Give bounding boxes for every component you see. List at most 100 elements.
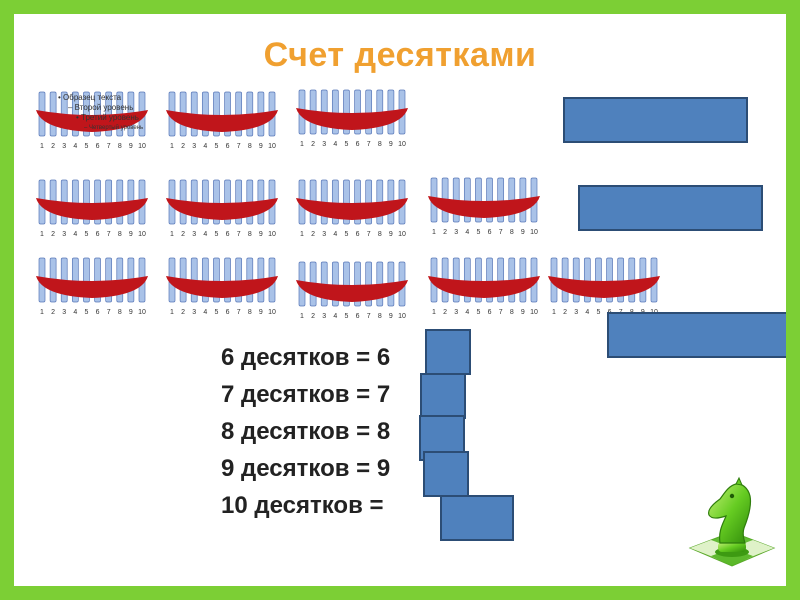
stick-number: 3 xyxy=(322,231,326,238)
stick-number: 9 xyxy=(129,231,133,238)
rubber-band xyxy=(428,196,540,218)
answer-cover-10[interactable] xyxy=(440,495,514,541)
stick-number: 2 xyxy=(181,231,185,238)
stick-number: 5 xyxy=(214,309,218,316)
stick-number: 4 xyxy=(465,229,469,236)
stick-number: 2 xyxy=(181,143,185,150)
stick-number: 2 xyxy=(443,229,447,236)
stick-number: 1 xyxy=(432,309,436,316)
stick-number: 6 xyxy=(96,309,100,316)
stick-number: 7 xyxy=(237,309,241,316)
stick-number: 8 xyxy=(248,309,252,316)
equation-line: 9 десятков = 9 xyxy=(221,455,391,482)
stick-number: 6 xyxy=(488,309,492,316)
stick-number: 10 xyxy=(530,229,538,236)
stick-number: 3 xyxy=(192,309,196,316)
stick-number: 5 xyxy=(344,313,348,320)
stick-number: 4 xyxy=(203,231,207,238)
stick-number: 10 xyxy=(138,309,146,316)
stick-number: 10 xyxy=(398,141,406,148)
stick-number: 4 xyxy=(585,309,589,316)
stick-number: 10 xyxy=(398,313,406,320)
stick-number: 3 xyxy=(574,309,578,316)
stick-number: 4 xyxy=(203,143,207,150)
answer-box-row1[interactable] xyxy=(563,97,748,143)
rubber-band xyxy=(166,110,278,132)
stick-number: 4 xyxy=(333,313,337,320)
stick-number: 4 xyxy=(73,231,77,238)
stick-number: 6 xyxy=(356,313,360,320)
answer-cover-7[interactable] xyxy=(420,373,466,419)
rubber-band xyxy=(166,276,278,298)
stick-number: 7 xyxy=(107,143,111,150)
stick-number: 6 xyxy=(226,309,230,316)
stick-number: 5 xyxy=(476,229,480,236)
stick-number: 8 xyxy=(118,309,122,316)
rubber-band xyxy=(36,198,148,220)
stick-number: 3 xyxy=(322,141,326,148)
stick-number: 1 xyxy=(40,143,44,150)
stick-number: 5 xyxy=(214,143,218,150)
stick-number: 5 xyxy=(476,309,480,316)
stick-number: 8 xyxy=(248,143,252,150)
stick-number: 10 xyxy=(268,309,276,316)
stick-number: 9 xyxy=(389,231,393,238)
stick-number: 3 xyxy=(454,309,458,316)
rubber-band xyxy=(296,198,408,220)
stick-number: 5 xyxy=(84,143,88,150)
stick-number: 6 xyxy=(226,143,230,150)
stick-number: 1 xyxy=(300,141,304,148)
stick-number: 10 xyxy=(138,143,146,150)
stick-number: 7 xyxy=(367,141,371,148)
stick-number: 8 xyxy=(118,143,122,150)
stick-number: 9 xyxy=(389,313,393,320)
stick-number: 5 xyxy=(596,309,600,316)
rubber-band xyxy=(166,198,278,220)
placeholder-level1: Образец текста xyxy=(63,93,122,102)
equation-line: 7 десятков = 7 xyxy=(221,381,391,408)
stick-number: 1 xyxy=(170,309,174,316)
answer-cover-9[interactable] xyxy=(423,451,469,497)
stick-number: 1 xyxy=(552,309,556,316)
rubber-band xyxy=(36,276,148,298)
stick-number: 9 xyxy=(129,143,133,150)
stick-number: 4 xyxy=(73,309,77,316)
answer-box-row2[interactable] xyxy=(578,185,763,231)
stick-number: 4 xyxy=(333,231,337,238)
stick-number: 9 xyxy=(259,231,263,238)
stick-number: 5 xyxy=(344,231,348,238)
stick-number: 10 xyxy=(268,143,276,150)
stick-number: 3 xyxy=(192,143,196,150)
equation-line: 8 десятков = 8 xyxy=(221,418,391,445)
stick-number: 1 xyxy=(40,309,44,316)
slide-title: Счет десятками xyxy=(263,36,537,74)
stick-number: 9 xyxy=(521,309,525,316)
stick-number: 8 xyxy=(378,313,382,320)
stick-number: 7 xyxy=(237,143,241,150)
rubber-band xyxy=(548,276,660,298)
stick-number: 2 xyxy=(311,231,315,238)
stick-number: 3 xyxy=(62,143,66,150)
answer-box-row3[interactable] xyxy=(607,312,786,358)
stick-number: 4 xyxy=(333,141,337,148)
stick-number: 5 xyxy=(344,141,348,148)
rubber-band xyxy=(296,280,408,302)
stick-number: 3 xyxy=(322,313,326,320)
answer-cover-6[interactable] xyxy=(425,329,471,375)
stick-number: 7 xyxy=(499,229,503,236)
stick-number: 7 xyxy=(237,231,241,238)
stick-number: 9 xyxy=(389,141,393,148)
stick-number: 10 xyxy=(398,231,406,238)
stick-number: 3 xyxy=(62,309,66,316)
